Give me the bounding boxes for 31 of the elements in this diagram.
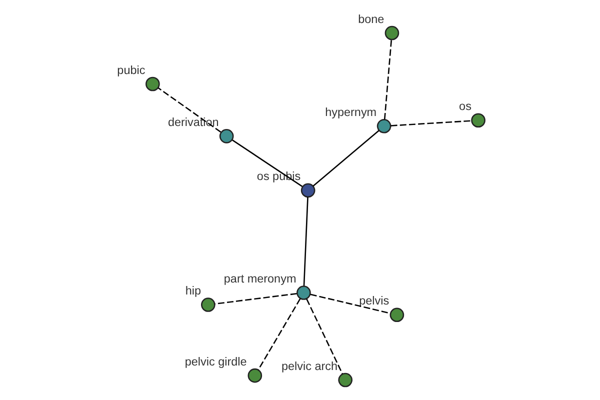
node-circle [145, 76, 160, 92]
node-circle [296, 286, 310, 300]
connector [302, 197, 308, 286]
connector [310, 294, 390, 314]
connector [157, 87, 221, 133]
node-circle [300, 183, 315, 198]
node-label: bone [358, 12, 384, 26]
node-label: hypernym [324, 106, 376, 119]
connector [214, 292, 296, 305]
connector [306, 298, 342, 374]
node-circle [384, 26, 399, 40]
node-circle [200, 298, 215, 312]
connector [257, 298, 300, 370]
node-label: pelvis [358, 294, 389, 308]
node-label: hip [184, 284, 201, 298]
node-label: os [458, 100, 471, 114]
node-circle [338, 372, 352, 388]
node-label: pelvic arch [281, 360, 338, 373]
node-label: pubic [116, 64, 145, 77]
node-circle [470, 113, 485, 128]
connector [232, 140, 302, 188]
node-circle [376, 118, 391, 134]
connector [312, 130, 379, 187]
node-circle [218, 129, 234, 144]
connector [390, 120, 472, 126]
node-label: pelvic girdle [184, 355, 246, 368]
node-circle [389, 308, 404, 322]
connector [383, 40, 392, 120]
node-label: part meronym [223, 272, 296, 286]
node-label: derivation [167, 116, 218, 130]
node-circle [247, 368, 262, 383]
